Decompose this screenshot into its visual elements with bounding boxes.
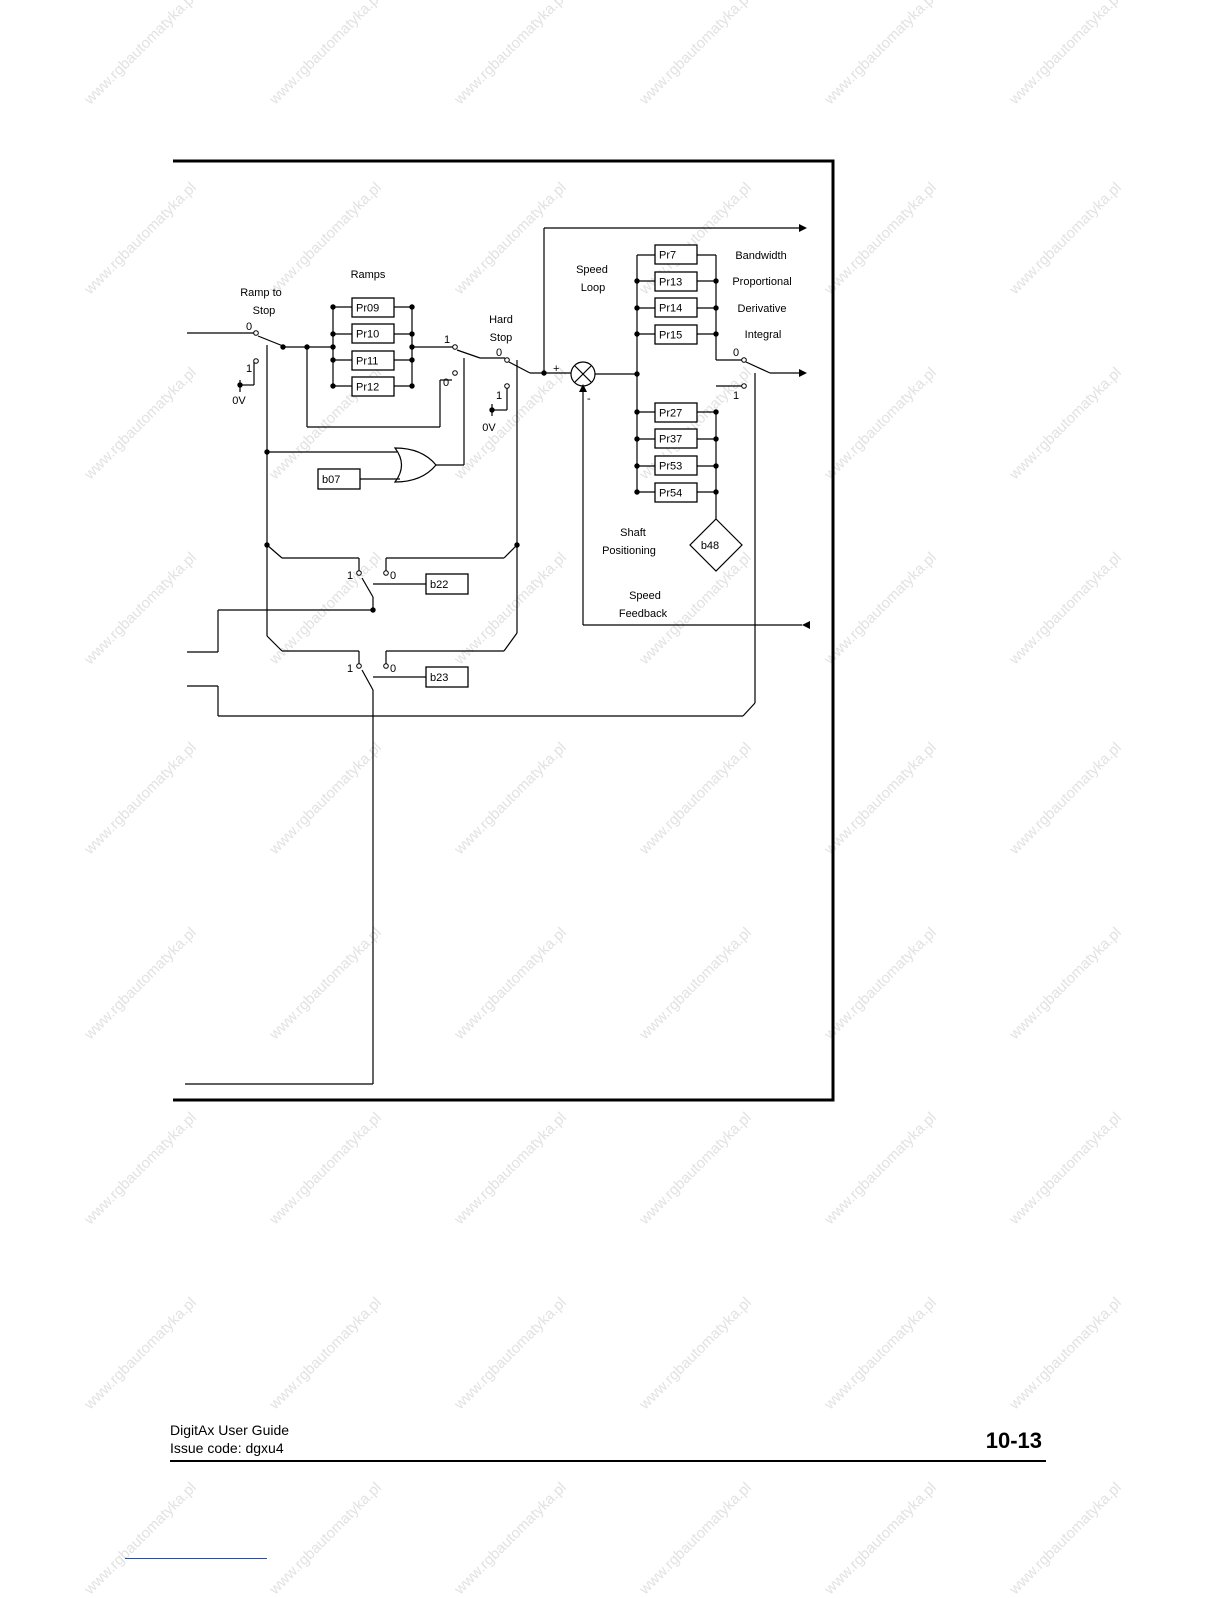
switch-pos-0: 0 [246,321,252,333]
footnote-rule [125,1558,267,1559]
switch-pos-1: 1 [246,363,252,375]
footer-rule [170,1460,1046,1462]
switch-pos-0: 0 [443,377,449,389]
shaft-positioning-label-2: Positioning [602,545,656,557]
speed-param-pr27-label: Pr27 [659,408,682,420]
ramp-param-pr12-box [351,376,395,397]
speed-param-pr13-box [654,271,698,292]
switch-pos-1: 1 [496,390,502,402]
footer-issue-code: Issue code: dgxu4 [170,1440,284,1456]
sum-plus-sign: + [553,363,559,375]
ramp-param-pr10-label: Pr10 [356,329,379,341]
ramp-param-pr12-label: Pr12 [356,382,379,394]
ramp-param-pr09-label: Pr09 [356,303,379,315]
bit-b22-box [425,573,469,595]
speed-param-pr14-label: Pr14 [659,303,682,315]
speed-param-pr54-box [654,482,698,503]
speed-param-pr37-box [654,428,698,449]
hard-stop-label-1: Hard [489,314,513,326]
ramp-param-pr09-box [351,297,395,318]
ramp-to-stop-label-1: Ramp to [240,287,282,299]
speed-param-pr53-label: Pr53 [659,461,682,473]
hard-stop-label-2: Stop [490,332,513,344]
bandwidth-label: Bandwidth [735,250,786,262]
footer-guide-title: DigitAx User Guide [170,1422,290,1438]
speed-param-pr27-box [654,402,698,423]
bit-b23-label: b23 [430,672,448,684]
b48-label: b48 [701,540,719,552]
switch-pos-0: 0 [496,347,502,359]
ramp-param-pr11-label: Pr11 [356,356,378,368]
switch-pos-1: 1 [347,570,353,582]
integral-label: Integral [745,329,782,341]
switch-pos-1: 1 [733,390,739,402]
derivative-label: Derivative [738,303,787,315]
ramp-param-pr10-box [351,323,395,344]
page-number: 10-13 [985,1428,1042,1453]
speed-loop-label-1: Speed [576,264,608,276]
speed-feedback-label-2: Feedback [619,608,668,620]
proportional-label: Proportional [732,276,791,288]
bit-b22-label: b22 [430,579,448,591]
speed-param-pr15-label: Pr15 [659,330,682,342]
switch-pos-0: 0 [390,570,396,582]
bit-b07-box [317,468,361,490]
sum-minus-sign: - [587,393,591,405]
speed-loop-label-2: Loop [581,282,605,294]
zero-v-label: 0V [482,422,496,434]
switch-pos-0: 0 [733,347,739,359]
speed-param-pr37-label: Pr37 [659,434,682,446]
speed-param-pr15-box [654,324,698,345]
ramps-label: Ramps [351,269,386,281]
switch-pos-0: 0 [390,663,396,675]
shaft-positioning-label-1: Shaft [620,527,646,539]
ramp-param-pr11-box [351,350,395,371]
speed-param-pr53-box [654,455,698,476]
speed-param-pr14-box [654,297,698,318]
speed-param-pr7-box [654,244,698,265]
diagram-frame [173,159,835,1102]
speed-param-pr7-label: Pr7 [659,250,676,262]
switch-pos-1: 1 [347,663,353,675]
switch-pos-1: 1 [444,334,450,346]
speed-param-pr54-label: Pr54 [659,488,682,500]
bit-b07-label: b07 [322,474,340,486]
bit-b23-box [425,666,469,688]
speed-param-pr13-label: Pr13 [659,277,682,289]
speed-feedback-label-1: Speed [629,590,661,602]
zero-v-label: 0V [232,395,246,407]
ramp-to-stop-label-2: Stop [253,305,276,317]
